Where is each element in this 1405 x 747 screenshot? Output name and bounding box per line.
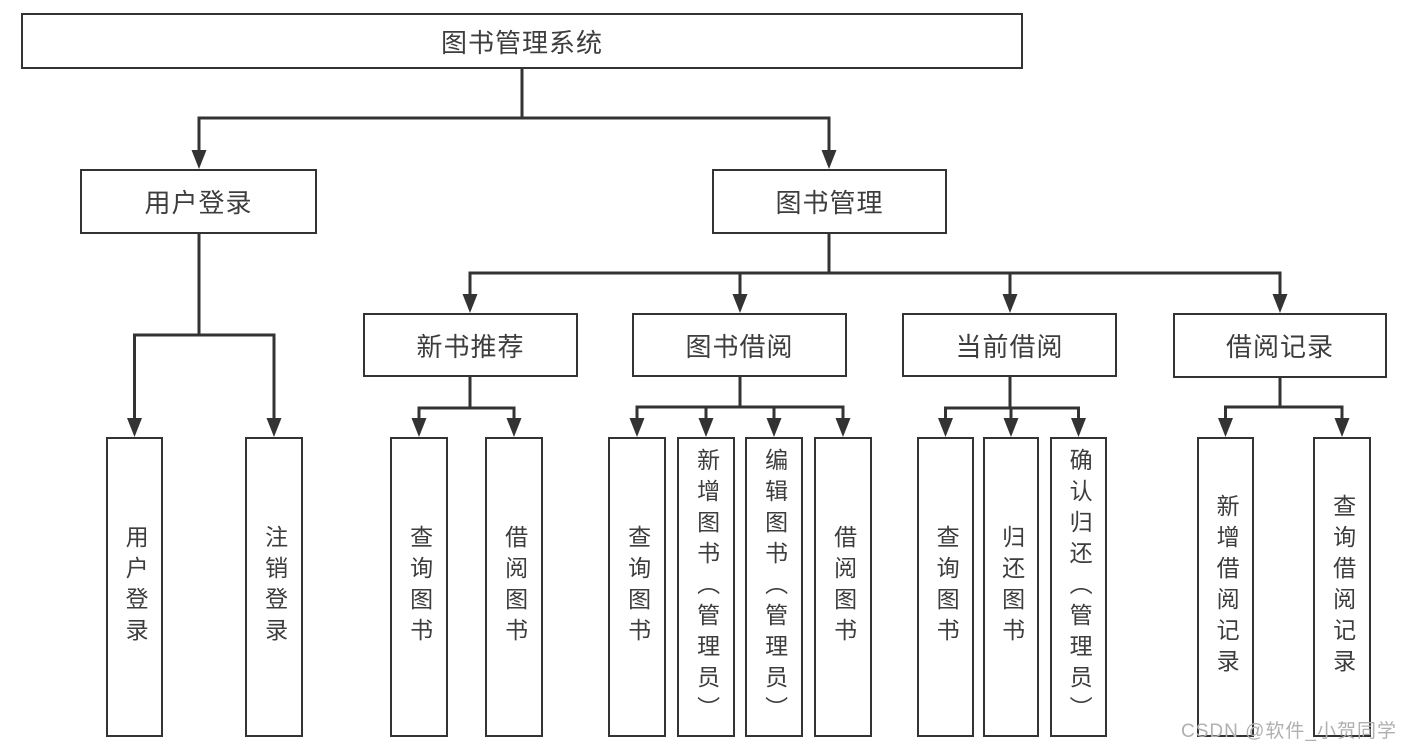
node-current-borrow-label: 当前借阅 [955, 331, 1064, 362]
connector-borrow-records-to-leaves [1218, 377, 1350, 437]
leaf-label: 新增借阅记录 [1213, 494, 1240, 680]
leaf-user-login: 用户登录 [106, 437, 163, 737]
node-book-borrow-label: 图书借阅 [685, 331, 794, 362]
node-current-borrow: 当前借阅 [902, 313, 1117, 377]
leaf-add-borrow-record: 新增借阅记录 [1197, 437, 1254, 737]
leaf-borrow-books-recommend: 借阅图书 [485, 437, 543, 737]
leaf-return-book: 归还图书 [983, 437, 1039, 737]
node-user-login: 用户登录 [80, 169, 317, 234]
node-user-login-label: 用户登录 [144, 188, 253, 218]
leaf-logout-login: 注销登录 [245, 437, 303, 737]
node-borrow-records: 借阅记录 [1173, 313, 1387, 378]
node-book-management-label: 图书管理 [775, 188, 884, 218]
connector-current-borrow-to-leaves [938, 377, 1086, 437]
leaf-label: 编辑图书（管理员） [761, 447, 788, 727]
connector-book-management-to-level3 [462, 234, 1288, 313]
leaf-query-books-recommend: 查询图书 [390, 437, 448, 737]
leaf-add-book-admin: 新增图书（管理员） [677, 437, 735, 737]
connector-new-book-to-leaves [411, 377, 522, 437]
leaf-label: 查询图书 [933, 525, 960, 649]
node-root-label: 图书管理系统 [440, 27, 603, 58]
node-new-book-recommend: 新书推荐 [363, 313, 578, 377]
leaf-confirm-return-admin: 确认归还（管理员） [1050, 437, 1107, 737]
leaf-label: 借阅图书 [501, 525, 528, 649]
leaf-label: 新增图书（管理员） [693, 447, 720, 727]
connector-book-borrow-to-leaves [629, 377, 851, 437]
leaf-label: 用户登录 [122, 525, 149, 649]
leaf-label: 借阅图书 [830, 525, 857, 649]
leaf-query-books-current: 查询图书 [917, 437, 974, 737]
leaf-borrow-books: 借阅图书 [814, 437, 872, 737]
leaf-label: 归还图书 [998, 525, 1025, 649]
leaf-label: 查询图书 [624, 525, 651, 649]
leaf-label: 确认归还（管理员） [1066, 447, 1093, 727]
leaf-label: 查询图书 [406, 525, 433, 649]
node-book-management: 图书管理 [712, 169, 947, 234]
leaf-query-books-borrow: 查询图书 [608, 437, 666, 737]
leaf-label: 查询借阅记录 [1329, 494, 1356, 680]
csdn-watermark: CSDN @软件_小贺同学 [1181, 721, 1397, 742]
node-root: 图书管理系统 [21, 13, 1023, 69]
node-book-borrow: 图书借阅 [632, 313, 847, 377]
node-borrow-records-label: 借阅记录 [1225, 332, 1334, 362]
leaf-query-borrow-record: 查询借阅记录 [1313, 437, 1371, 737]
node-new-book-recommend-label: 新书推荐 [416, 331, 525, 362]
connector-root-to-level2 [191, 69, 837, 169]
connector-user-login-to-leaves [127, 234, 282, 437]
leaf-label: 注销登录 [261, 525, 288, 649]
leaf-edit-book-admin: 编辑图书（管理员） [745, 437, 803, 737]
